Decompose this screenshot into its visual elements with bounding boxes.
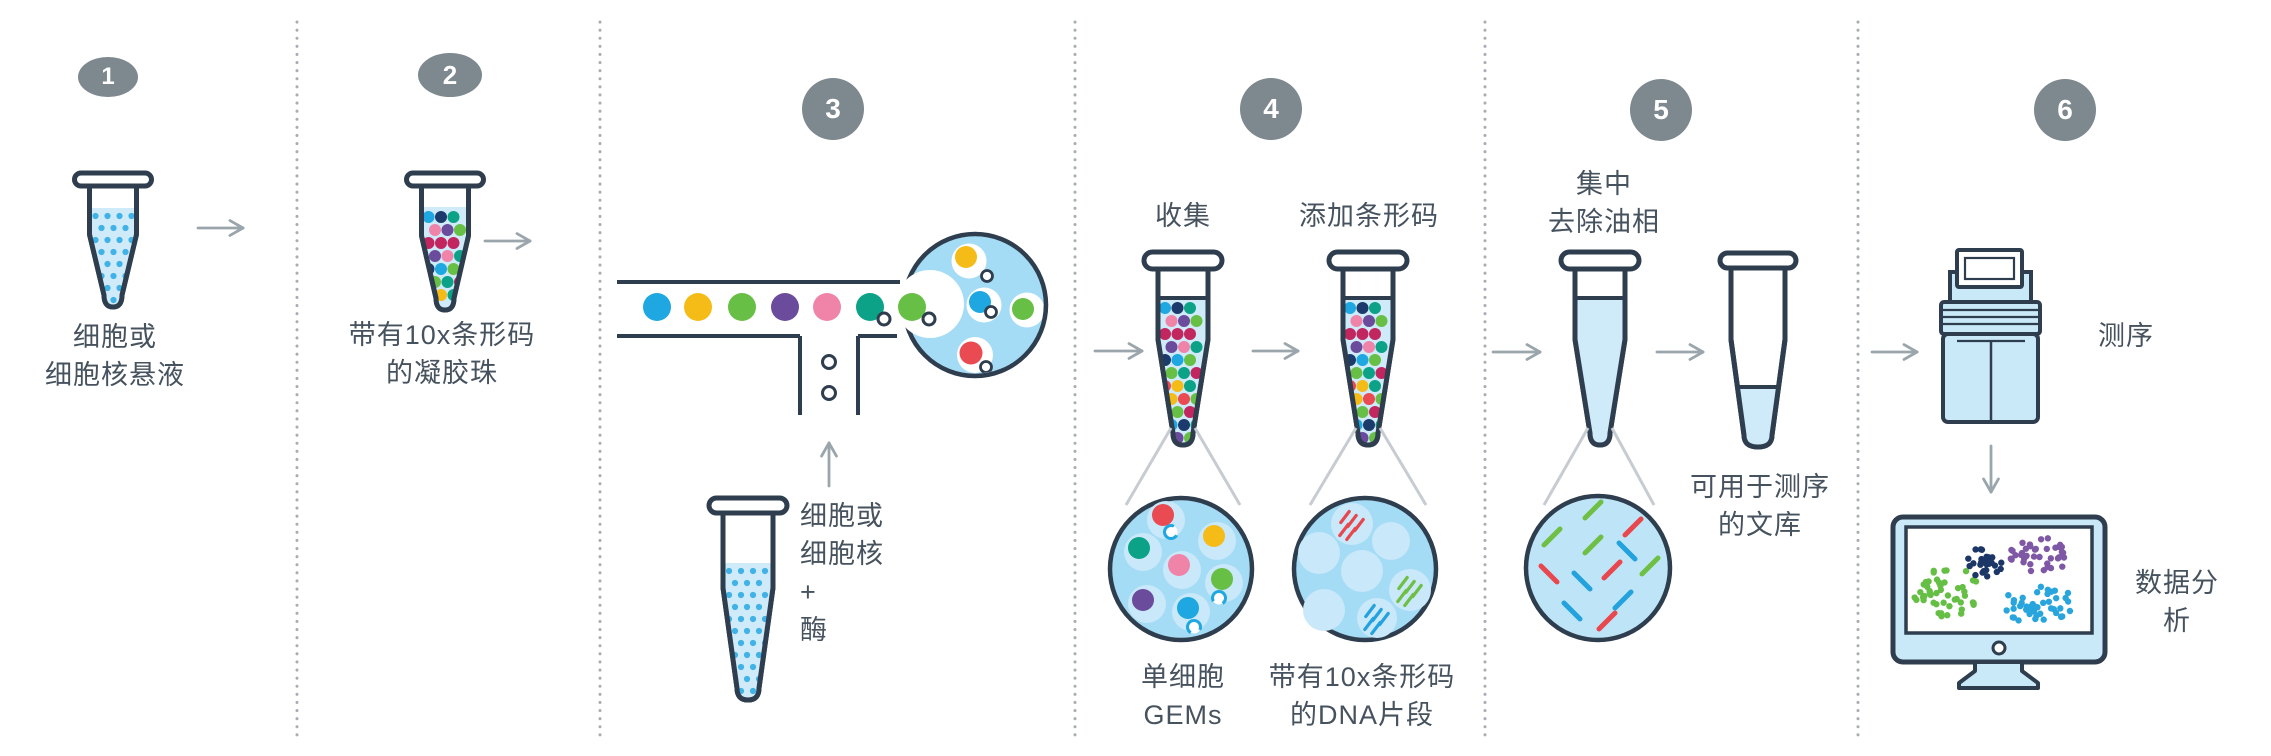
step-5-number: 5 bbox=[1653, 94, 1669, 125]
step1-cell-suspension-graphic bbox=[72, 170, 154, 310]
step6-sequencing-analysis-graphic bbox=[1890, 248, 2108, 690]
sequencer-icon bbox=[1939, 248, 2042, 424]
arrow-icon bbox=[1982, 444, 2000, 494]
step4-collect-label: 收集 bbox=[1155, 201, 1211, 231]
step-6-number: 6 bbox=[2057, 94, 2073, 125]
step-3-badge: 3 bbox=[802, 78, 864, 140]
step-1-number: 1 bbox=[101, 63, 115, 90]
arrow-icon bbox=[196, 219, 245, 237]
gel-bead-tube bbox=[404, 170, 486, 313]
step4-gem-graphic bbox=[1107, 249, 1439, 643]
cells-enzyme-tube bbox=[706, 495, 790, 703]
step5-pool-label: 集中 去除油相 bbox=[1548, 169, 1660, 237]
collect-tube bbox=[1141, 249, 1225, 448]
sample-tube bbox=[72, 170, 154, 310]
analysis-monitor-icon bbox=[1890, 514, 2108, 690]
step-6-badge: 6 bbox=[2034, 79, 2096, 141]
arrow-icon bbox=[1251, 342, 1300, 360]
step1-label: 细胞或 细胞核悬液 bbox=[45, 322, 185, 390]
step-3-number: 3 bbox=[825, 93, 841, 124]
arrow-icon bbox=[820, 441, 838, 488]
step-4-number: 4 bbox=[1263, 93, 1279, 124]
step-2-number: 2 bbox=[442, 59, 458, 90]
library-tube bbox=[1717, 250, 1799, 450]
step-1-badge: 1 bbox=[78, 57, 138, 97]
single-cell-gems-circle bbox=[1107, 495, 1255, 643]
step5-library-graphic bbox=[1523, 249, 1799, 643]
arrow-icon bbox=[1491, 343, 1542, 361]
step2-label: 带有10x条形码 的凝胶珠 bbox=[348, 320, 536, 388]
step3-input-label: 细胞或 细胞核 + 酶 bbox=[800, 501, 884, 645]
step3-microfluidics-graphic bbox=[617, 231, 1049, 703]
step-4-badge: 4 bbox=[1240, 78, 1302, 140]
step6-analysis-label: 数据分析 bbox=[2135, 568, 2219, 636]
microfluidic-channel bbox=[617, 231, 1049, 415]
step6-sequencing-label: 测序 bbox=[2098, 321, 2154, 351]
column-dividers bbox=[295, 20, 1860, 742]
step4-dna-fragments-label: 带有10x条形码 的DNA片段 bbox=[1268, 662, 1456, 730]
step2-gel-beads-graphic bbox=[404, 170, 486, 313]
barcode-tube bbox=[1326, 249, 1410, 448]
arrow-icon bbox=[1655, 343, 1705, 361]
barcoded-dna-circle bbox=[1291, 495, 1439, 643]
tsne-scatter-plot bbox=[1911, 535, 2074, 624]
pooled-tube bbox=[1558, 249, 1642, 448]
step4-add-barcode-label: 添加条形码 bbox=[1299, 201, 1439, 231]
arrow-icon bbox=[1870, 343, 1919, 361]
step-5-badge: 5 bbox=[1630, 79, 1692, 141]
arrow-icon bbox=[483, 232, 532, 250]
arrow-icon bbox=[1093, 342, 1144, 360]
step4-gems-label: 单细胞 GEMs bbox=[1141, 662, 1225, 730]
library-fragments-circle bbox=[1523, 493, 1673, 643]
flow-arrows bbox=[196, 219, 2000, 494]
step-2-badge: 2 bbox=[418, 53, 482, 97]
step5-library-label: 可用于测序 的文库 bbox=[1690, 472, 1830, 540]
